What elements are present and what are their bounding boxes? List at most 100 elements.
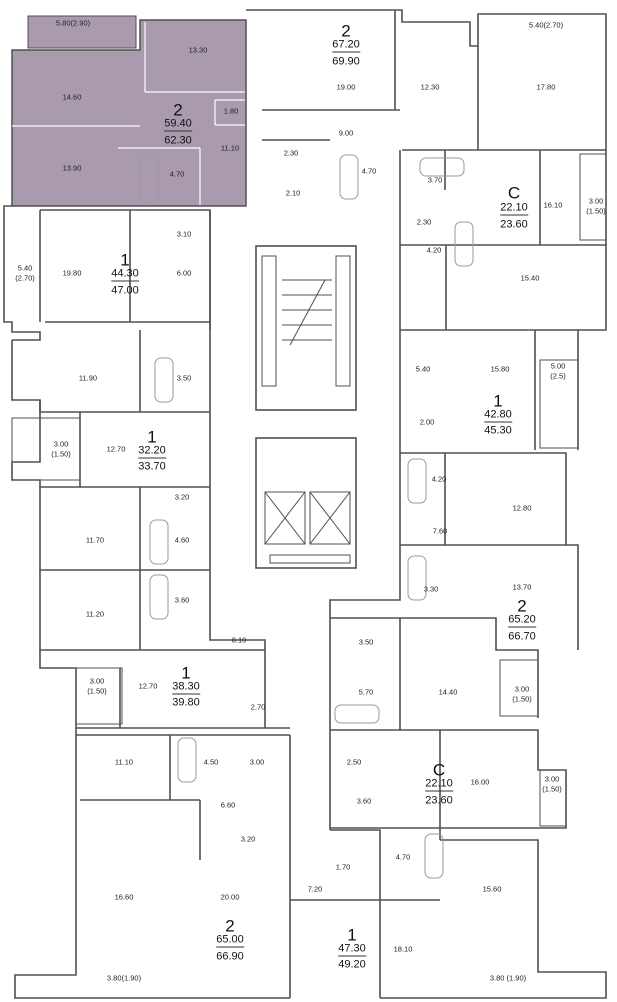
room-area: 4.50 — [203, 757, 219, 767]
room-area: 1.80 — [223, 106, 239, 116]
room-area: 11.10 — [220, 143, 240, 153]
room-area: 3.50 — [176, 373, 192, 383]
apartment-total-area: 47.00 — [111, 284, 139, 297]
room-area: 4.70 — [395, 852, 411, 862]
room-area: 11.90 — [78, 373, 98, 383]
room-area: 2.30 — [283, 148, 299, 158]
room-area: 3.60 — [174, 595, 190, 605]
apartment-rooms: 1 — [181, 663, 191, 683]
apartment-area: 22.10 — [425, 777, 453, 792]
apartment-total-area: 23.60 — [425, 794, 453, 807]
apartment-rooms: 1 — [120, 250, 130, 270]
room-area: 3.80(1.90) — [106, 973, 142, 983]
room-area: 20.00 — [220, 892, 240, 902]
room-area: (1.50) — [512, 694, 532, 704]
room-area: 3.50 — [358, 637, 374, 647]
apartment-rooms: 1 — [147, 427, 157, 447]
room-area: 12.70 — [138, 681, 158, 691]
apartment-total-area: 69.90 — [332, 55, 360, 68]
room-area: 6.60 — [220, 800, 236, 810]
room-area: 18.10 — [393, 944, 413, 954]
room-area: 2.50 — [346, 757, 362, 767]
bath-fixtures — [139, 154, 474, 879]
apartment-area: 44.30 — [111, 267, 139, 282]
room-area: (2.5) — [550, 371, 566, 381]
room-area: 3.00 — [249, 757, 265, 767]
apartment-rooms: 2 — [173, 100, 183, 120]
apartment-rooms: С — [432, 760, 446, 780]
room-area: 4.20 — [426, 245, 442, 255]
room-area: 19.80 — [62, 268, 82, 278]
room-area: 2.70 — [250, 702, 266, 712]
room-area: 11.70 — [85, 535, 105, 545]
apartment-rooms: С — [507, 183, 521, 203]
apartment-rooms: 1 — [493, 391, 503, 411]
room-area: 5.40 — [415, 364, 431, 374]
apartment-total-area: 49.20 — [338, 958, 366, 971]
room-area: 5.40(2.70) — [528, 20, 564, 30]
apartment-total-area: 45.30 — [484, 424, 512, 437]
room-area: 5.00 — [550, 361, 566, 371]
room-area: 3.80 (1.90) — [489, 973, 527, 983]
apartment-area: 65.20 — [508, 613, 536, 628]
room-area: 5.80(2.90) — [55, 18, 91, 28]
room-area: (1.50) — [586, 206, 606, 216]
room-area: 8.10 — [231, 635, 247, 645]
room-area: 3.00 — [514, 684, 530, 694]
room-area: 19.00 — [336, 82, 356, 92]
apartment-rooms: 2 — [341, 21, 351, 41]
apartment-total-area: 66.70 — [508, 630, 536, 643]
apartment-area: 65.00 — [216, 933, 244, 948]
room-area: 3.30 — [423, 584, 439, 594]
room-area: 14.40 — [438, 687, 458, 697]
room-area: 16.60 — [114, 892, 134, 902]
room-area: 2.00 — [419, 417, 435, 427]
apartment-rooms: 1 — [347, 925, 357, 945]
apartment-area: 32.20 — [138, 444, 166, 459]
room-area: 11.20 — [85, 609, 105, 619]
room-area: (1.50) — [542, 784, 562, 794]
room-area: 12.80 — [512, 503, 532, 513]
room-area: 3.20 — [174, 492, 190, 502]
room-area: 15.40 — [520, 273, 540, 283]
balcony-nw — [27, 15, 137, 49]
room-area: 12.70 — [106, 444, 126, 454]
room-area: 1.70 — [335, 862, 351, 872]
room-area: 17.80 — [536, 82, 556, 92]
apartment-area: 38.30 — [172, 680, 200, 695]
room-area: 11.10 — [114, 757, 134, 767]
room-area: 4.70 — [361, 166, 377, 176]
apartment-area: 67.20 — [332, 38, 360, 53]
room-area: 13.70 — [512, 582, 532, 592]
room-area: 3.00 — [89, 676, 105, 686]
highlight-internal-walls — [12, 22, 245, 205]
room-area: 9.00 — [338, 128, 354, 138]
apartment-total-area: 66.90 — [216, 950, 244, 963]
room-area: 7.60 — [432, 526, 448, 536]
walls — [3, 9, 607, 999]
apartment-rooms: 2 — [225, 916, 235, 936]
room-area: 3.60 — [356, 796, 372, 806]
balconies — [11, 153, 607, 827]
room-area: 3.00 — [544, 774, 560, 784]
room-area: 16.00 — [470, 777, 490, 787]
apartment-area: 22.10 — [500, 201, 528, 216]
room-area: 2.30 — [416, 217, 432, 227]
room-area: 12.30 — [420, 82, 440, 92]
room-area: 3.20 — [240, 834, 256, 844]
room-area: 14.60 — [62, 92, 82, 102]
room-area: (1.50) — [51, 449, 71, 459]
room-area: 3.70 — [427, 175, 443, 185]
apartment-total-area: 33.70 — [138, 460, 166, 473]
stair-elevator-core — [261, 255, 351, 564]
room-area: 6.00 — [176, 268, 192, 278]
room-area: 15.60 — [482, 884, 502, 894]
room-area: 5.40 — [17, 263, 33, 273]
apartment-rooms: 2 — [517, 596, 527, 616]
room-area: 7.20 — [307, 884, 323, 894]
room-area: 4.60 — [174, 535, 190, 545]
apartment-area: 59.40 — [164, 117, 192, 132]
room-area: 3.00 — [588, 196, 604, 206]
apartment-total-area: 39.80 — [172, 696, 200, 709]
